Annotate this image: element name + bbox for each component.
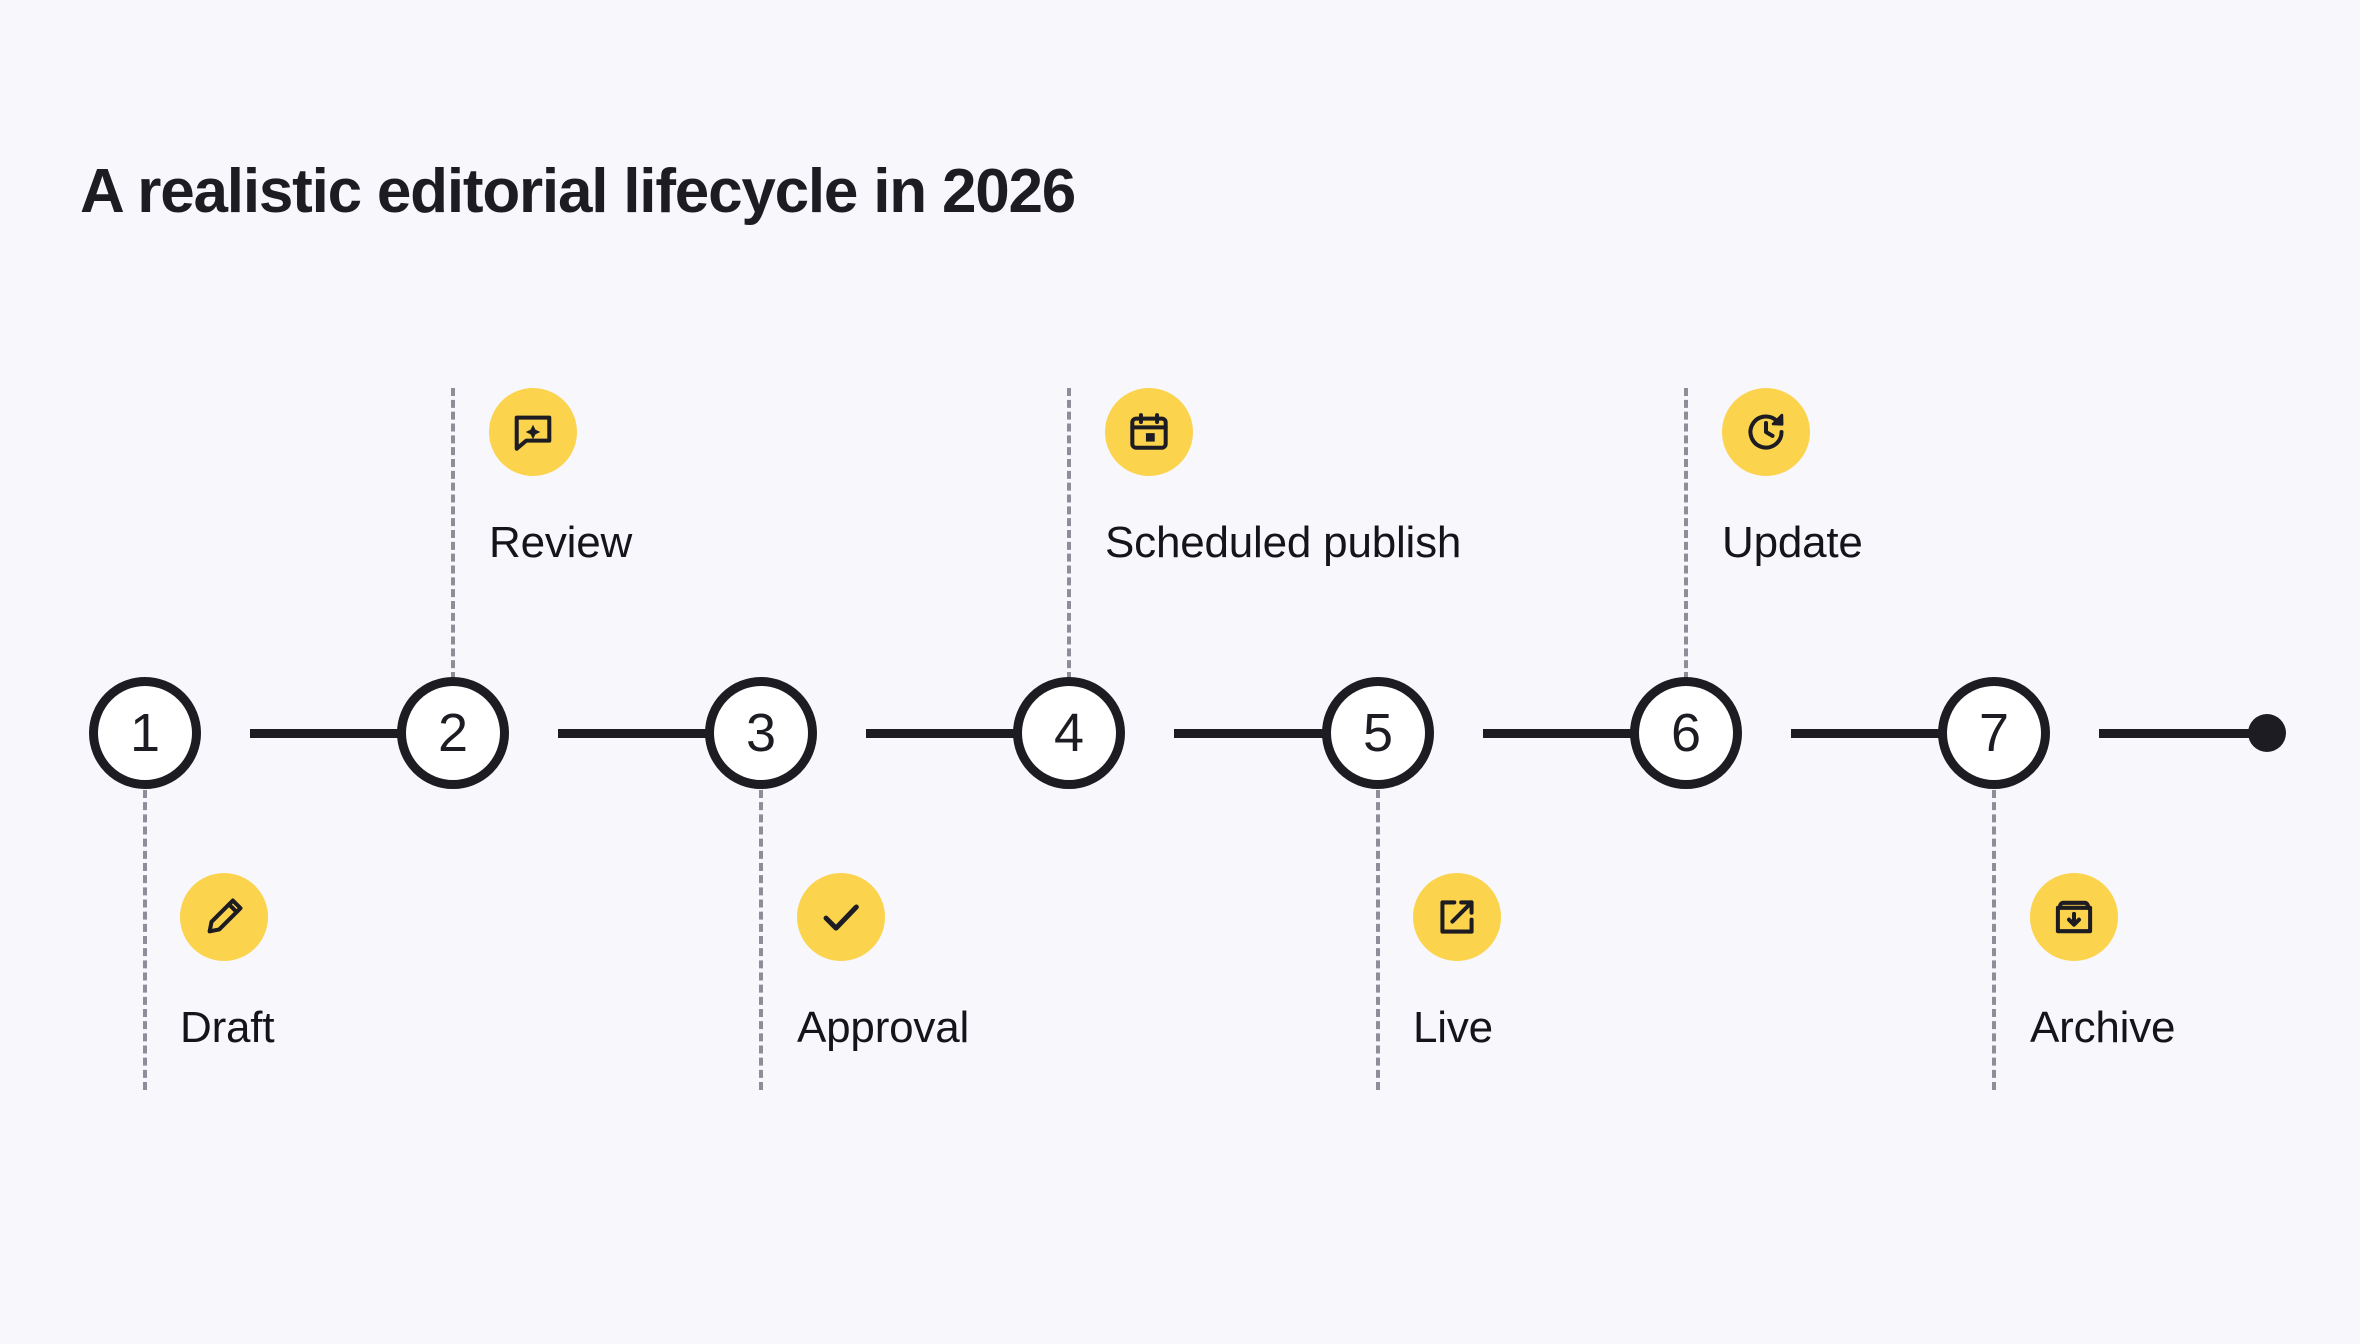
stage-marker-live[interactable]: Live xyxy=(1413,873,1501,1053)
timeline-node-6[interactable]: 6 xyxy=(1630,677,1742,789)
clock-refresh-icon xyxy=(1722,388,1810,476)
page-title: A realistic editorial lifecycle in 2026 xyxy=(80,157,1076,226)
connector-dash-6 xyxy=(1684,388,1692,680)
comment-sparkle-icon xyxy=(489,388,577,476)
external-link-icon xyxy=(1413,873,1501,961)
connector-dash-5 xyxy=(1376,790,1384,1090)
connector-dash-2 xyxy=(451,388,459,680)
node-number: 6 xyxy=(1670,703,1702,763)
stage-label: Live xyxy=(1413,1003,1493,1052)
axis-segment-tail xyxy=(2099,729,2269,738)
axis-segment-2-3 xyxy=(558,729,718,738)
archive-box-icon xyxy=(2030,873,2118,961)
connector-dash-7 xyxy=(1992,790,2000,1090)
connector-dash-4 xyxy=(1067,388,1075,680)
stage-label: Scheduled publish xyxy=(1105,518,1462,567)
stage-marker-draft[interactable]: Draft xyxy=(180,873,275,1053)
stage-label: Approval xyxy=(797,1003,970,1052)
axis-segment-1-2 xyxy=(250,729,410,738)
node-number: 7 xyxy=(1978,703,2010,763)
node-number: 5 xyxy=(1362,703,1394,763)
stage-marker-update[interactable]: Update xyxy=(1722,388,1863,568)
axis-segment-3-4 xyxy=(866,729,1026,738)
timeline-node-1[interactable]: 1 xyxy=(89,677,201,789)
connector-dash-3 xyxy=(759,790,767,1090)
calendar-icon xyxy=(1105,388,1193,476)
timeline-node-7[interactable]: 7 xyxy=(1938,677,2050,789)
stage-label: Update xyxy=(1722,518,1863,567)
axis-segment-5-6 xyxy=(1483,729,1643,738)
stage-marker-approval[interactable]: Approval xyxy=(797,873,969,1053)
timeline-node-2[interactable]: 2 xyxy=(397,677,509,789)
stage-marker-archive[interactable]: Archive xyxy=(2030,873,2176,1053)
timeline-node-4[interactable]: 4 xyxy=(1013,677,1125,789)
axis-segment-4-5 xyxy=(1174,729,1334,738)
timeline-node-3[interactable]: 3 xyxy=(705,677,817,789)
node-number: 3 xyxy=(745,703,777,763)
node-number: 2 xyxy=(437,703,469,763)
stage-marker-scheduled-publish[interactable]: Scheduled publish xyxy=(1105,388,1461,568)
stage-marker-review[interactable]: Review xyxy=(489,388,632,568)
node-number: 4 xyxy=(1053,703,1085,763)
stage-label: Draft xyxy=(180,1003,275,1052)
axis-segment-6-7 xyxy=(1791,729,1951,738)
timeline-node-5[interactable]: 5 xyxy=(1322,677,1434,789)
stage-label: Archive xyxy=(2030,1003,2176,1052)
stage-label: Review xyxy=(489,518,633,567)
timeline-end-dot xyxy=(2248,714,2286,752)
connector-dash-1 xyxy=(143,790,151,1090)
pencil-icon xyxy=(180,873,268,961)
check-icon xyxy=(797,873,885,961)
node-number: 1 xyxy=(129,703,161,763)
